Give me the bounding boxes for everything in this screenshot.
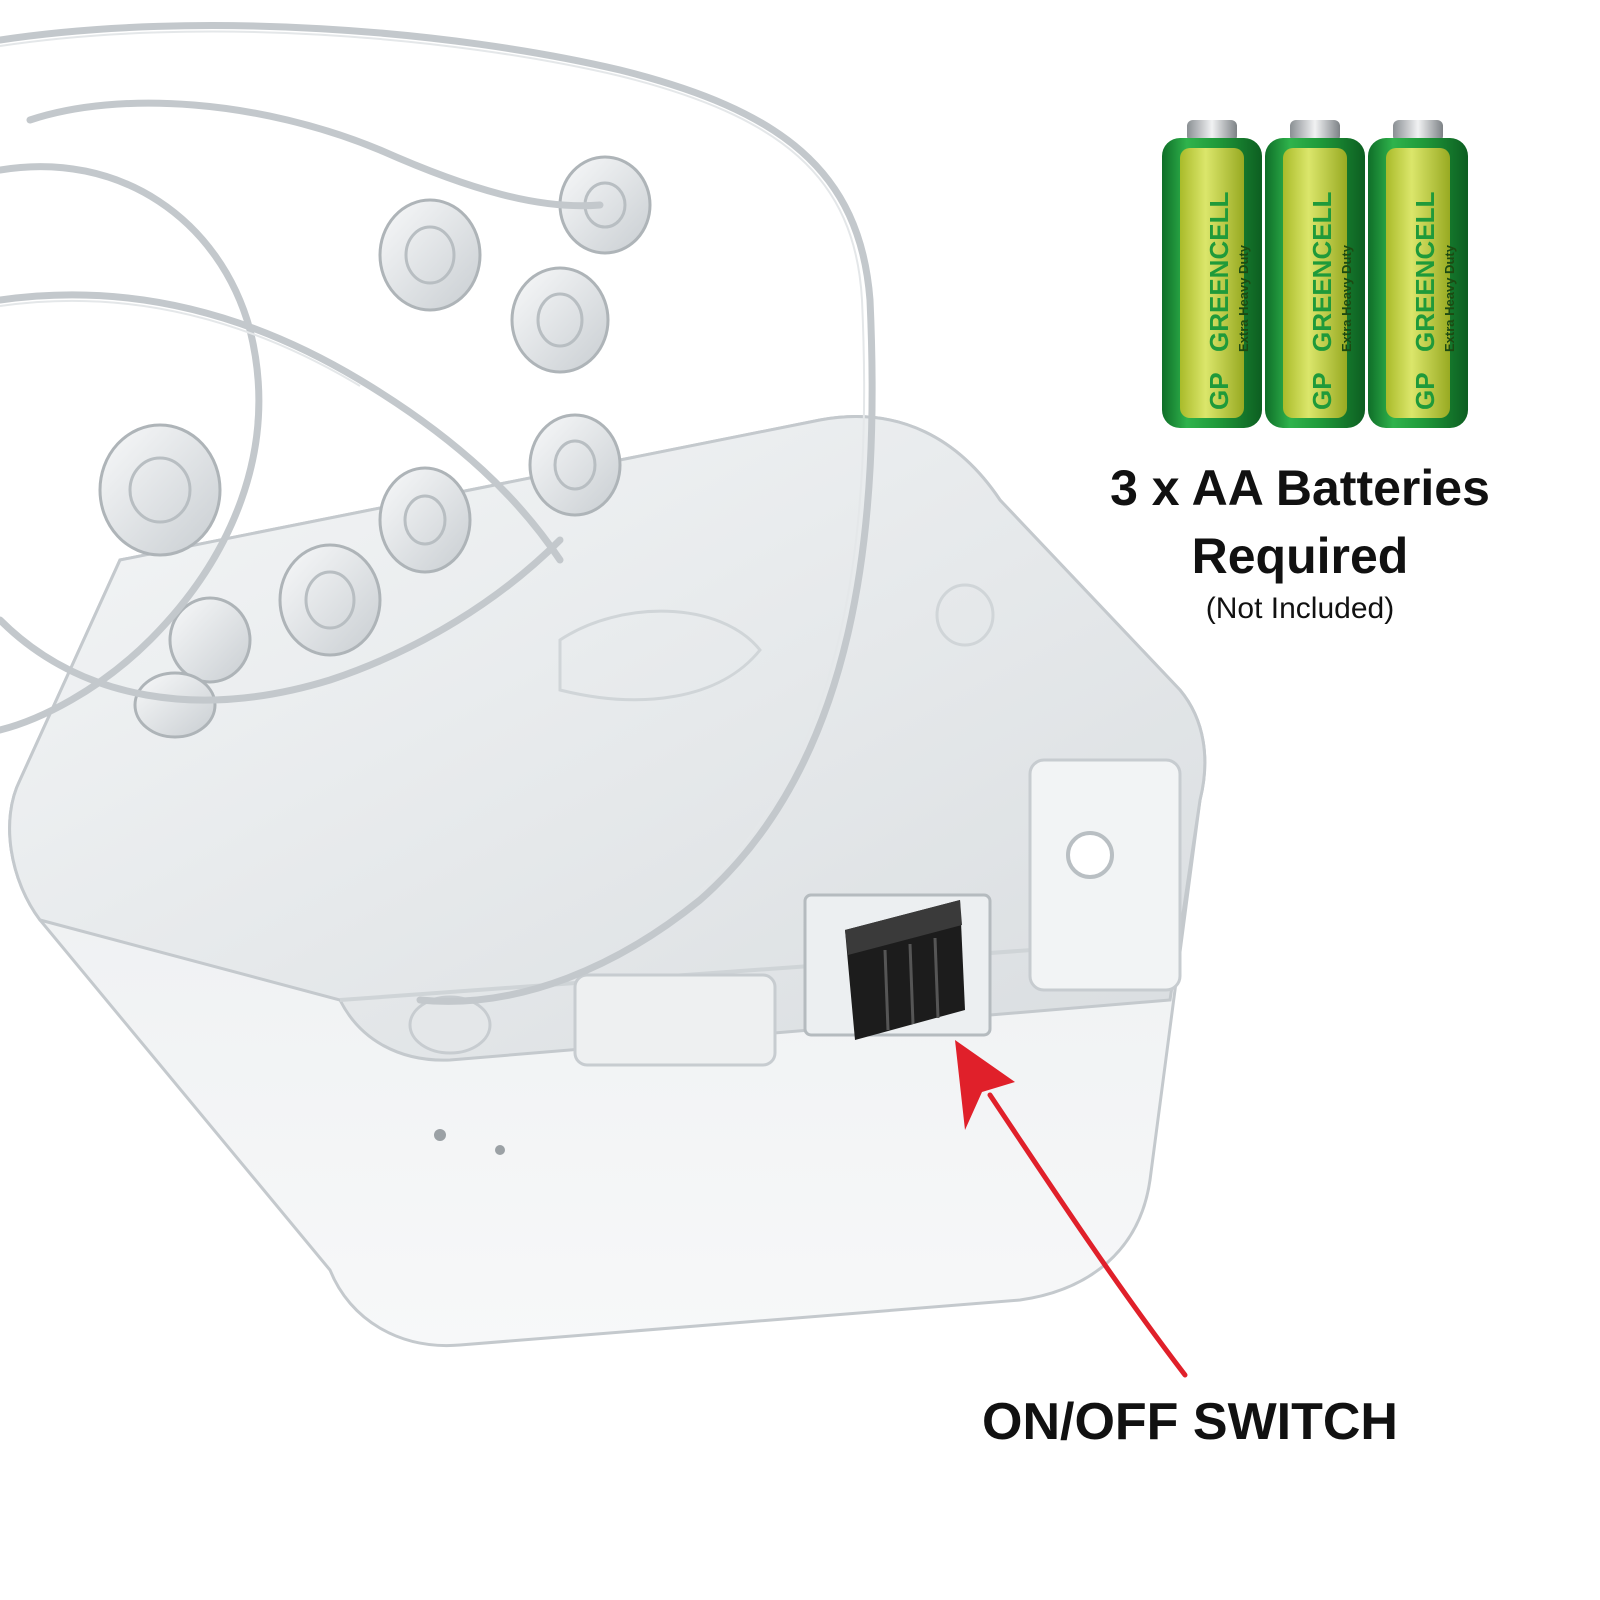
battery-type: Extra Heavy Duty: [1442, 244, 1457, 352]
battery-icon: GP GREENCELL Extra Heavy Duty: [1368, 120, 1468, 428]
batteries-caption-line1: 3 x AA Batteries: [1110, 460, 1490, 516]
batteries-note: (Not Included): [1205, 592, 1395, 625]
switch-icon: [803, 893, 992, 1040]
led-string: [0, 22, 876, 1005]
battery-logo: GP: [1410, 372, 1440, 410]
battery-icon: GP GREENCELL Extra Heavy Duty: [1265, 120, 1365, 428]
batteries: GP GREENCELL Extra Heavy Duty GP GREENCE…: [1162, 120, 1468, 428]
batteries-caption-line2: Required: [1191, 528, 1409, 584]
arrow-icon: [955, 1040, 1188, 1378]
switch-label: ON/OFF SWITCH: [982, 1393, 1398, 1451]
battery-logo: GP: [1204, 372, 1234, 410]
battery-icon: GP GREENCELL Extra Heavy Duty: [1162, 120, 1262, 428]
battery-case: [8, 415, 1207, 1348]
battery-brand: GREENCELL: [1410, 192, 1440, 352]
battery-type: Extra Heavy Duty: [1339, 244, 1354, 352]
battery-logo: GP: [1307, 372, 1337, 410]
battery-brand: GREENCELL: [1204, 192, 1234, 352]
battery-brand: GREENCELL: [1307, 192, 1337, 352]
battery-type: Extra Heavy Duty: [1236, 244, 1251, 352]
